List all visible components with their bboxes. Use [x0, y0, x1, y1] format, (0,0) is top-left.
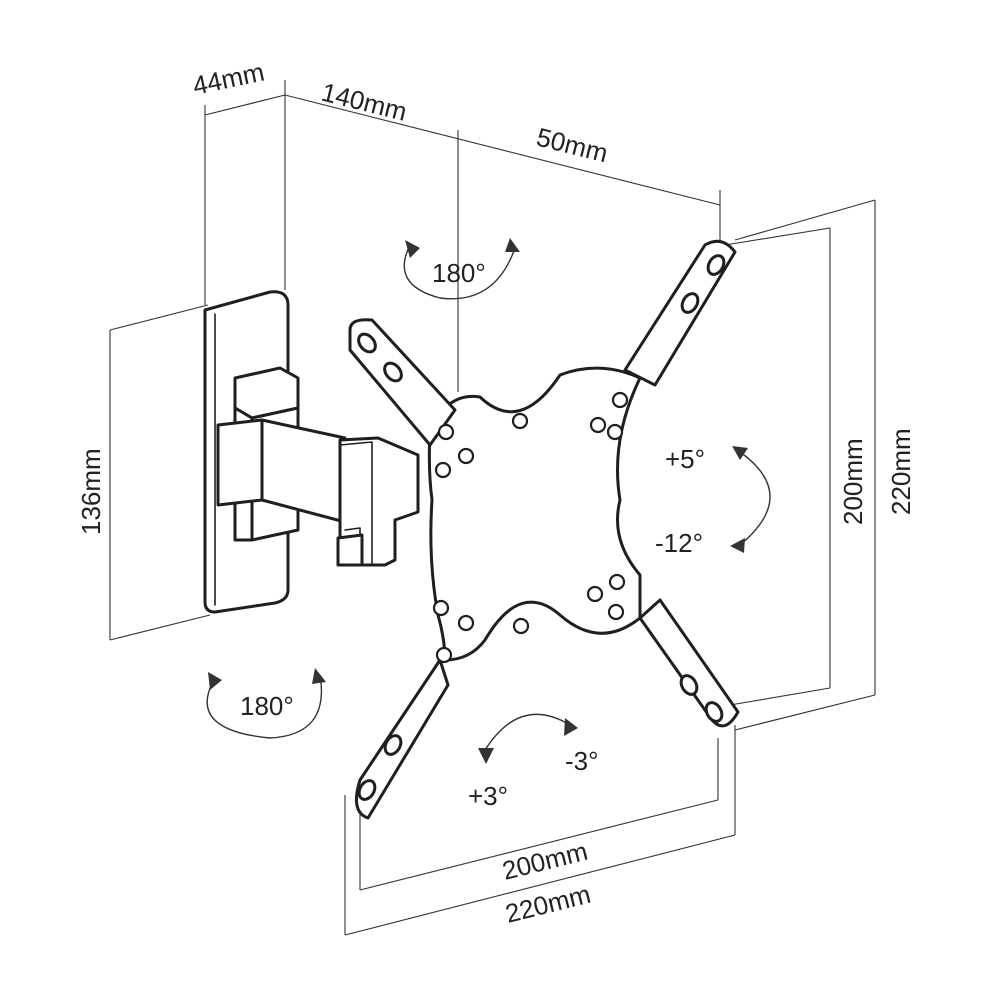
- arm-extension-label: 140mm: [319, 77, 410, 127]
- rotation-arrows: [206, 238, 771, 764]
- wall-plate-height-label: 136mm: [76, 448, 106, 535]
- wall-plate-depth-label: 44mm: [190, 57, 267, 101]
- swing-arm: [216, 366, 420, 567]
- level-minus-label: -3°: [565, 746, 599, 776]
- vesa-vertical-inner-label: 200mm: [838, 438, 868, 525]
- vesa-mounting-plate: [348, 239, 740, 820]
- vesa-horizontal-outer-label: 220mm: [502, 879, 593, 929]
- tilt-down-label: -12°: [655, 528, 703, 558]
- vesa-vertical-outer-label: 220mm: [886, 428, 916, 515]
- swivel-top-label: 180°: [432, 258, 486, 288]
- swivel-bottom-label: 180°: [240, 691, 294, 721]
- dimension-lines: [109, 80, 876, 936]
- level-plus-label: +3°: [468, 781, 508, 811]
- tilt-up-label: +5°: [665, 444, 705, 474]
